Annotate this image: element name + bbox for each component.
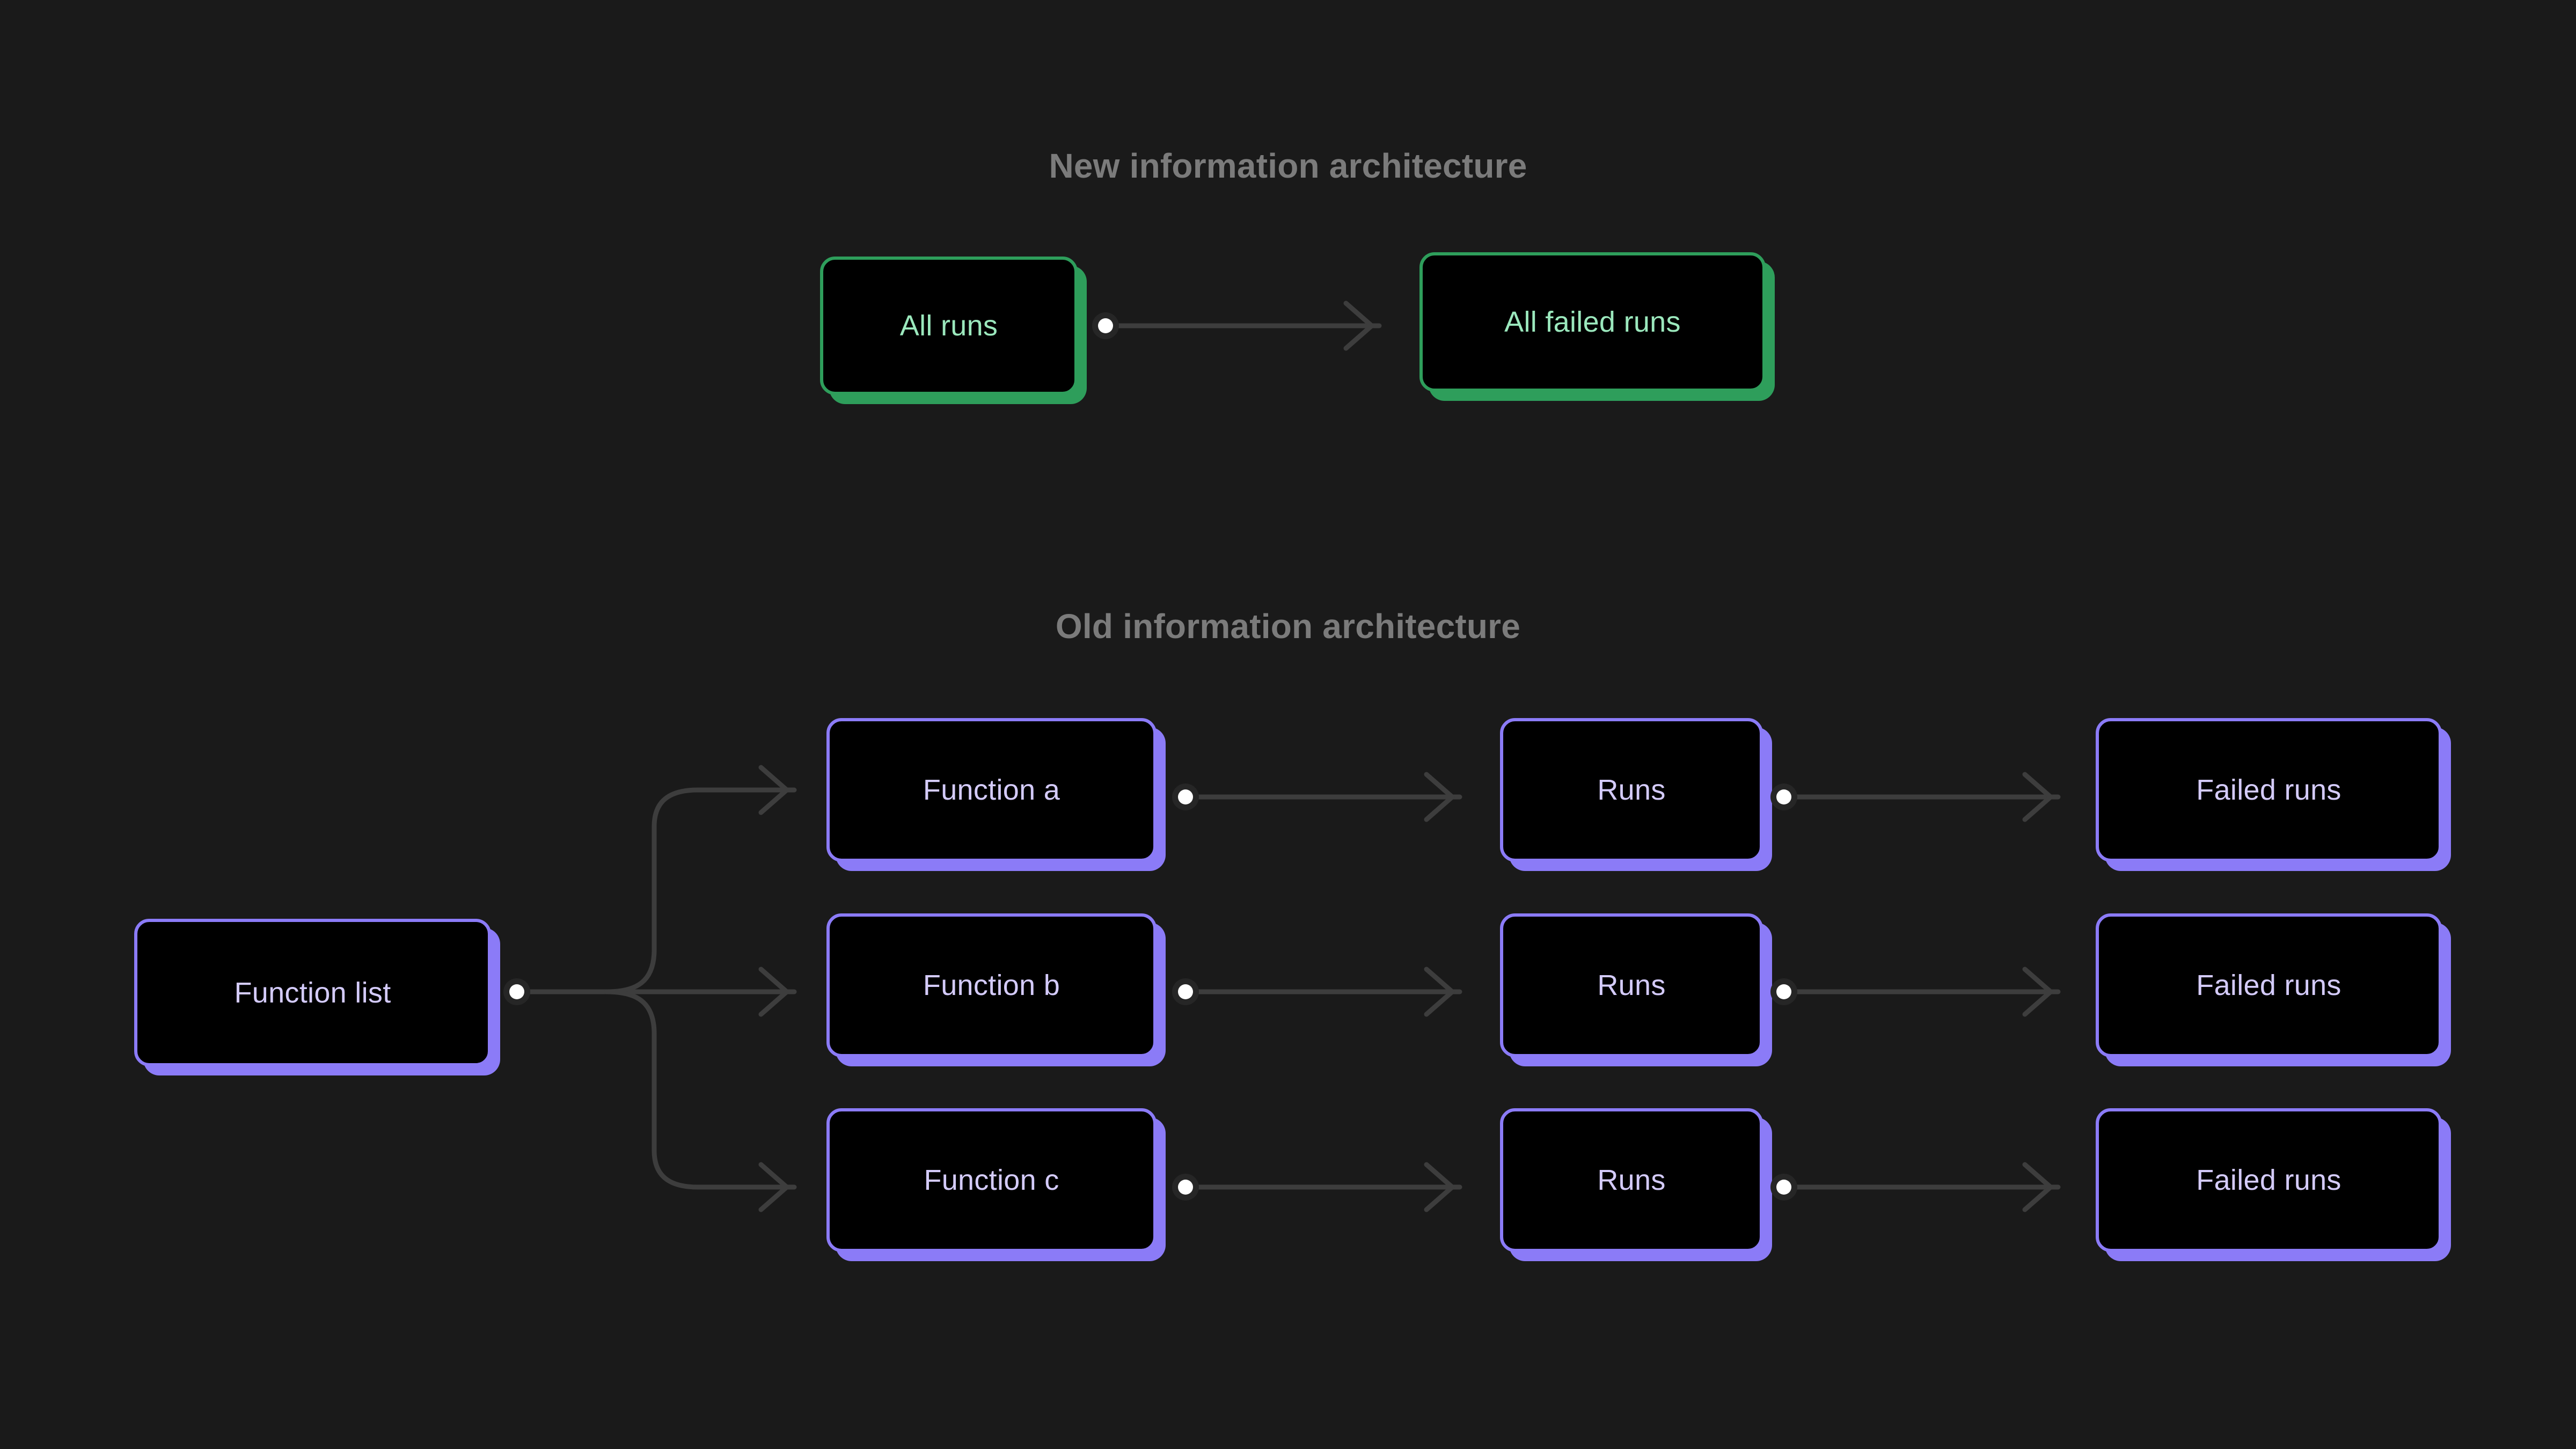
node-face: Failed runs [2096,1108,2442,1252]
node-face: Function c [826,1108,1157,1252]
node-face: Runs [1500,1108,1763,1252]
node-all-runs[interactable]: All runs [820,257,1087,404]
node-face: All runs [820,257,1078,395]
node-label: Function c [924,1164,1059,1196]
node-function-c[interactable]: Function c [826,1108,1166,1261]
node-face: Function b [826,913,1157,1057]
node-label: Runs [1597,969,1666,1001]
connector-function-c-to-runs-c [1172,1162,1462,1212]
node-label: Function a [923,774,1060,806]
node-label: All runs [899,310,998,342]
connector-function-b-to-runs-b [1172,967,1462,1017]
node-face: Failed runs [2096,913,2442,1057]
node-all-failed-runs[interactable]: All failed runs [1419,252,1775,401]
node-face: All failed runs [1419,252,1766,392]
node-label: Function list [234,976,391,1009]
node-label: Runs [1597,774,1666,806]
node-runs-c[interactable]: Runs [1500,1108,1772,1261]
node-face: Runs [1500,913,1763,1057]
connector-function-list-branch [503,765,797,1212]
node-failed-runs-c[interactable]: Failed runs [2096,1108,2451,1261]
section-title-old: Old information architecture [1055,607,1521,646]
node-label: Failed runs [2196,1164,2341,1196]
node-runs-b[interactable]: Runs [1500,913,1772,1066]
connector-runs-b-to-failed-runs-b [1770,967,2061,1017]
node-function-b[interactable]: Function b [826,913,1166,1066]
node-function-list[interactable]: Function list [134,919,500,1075]
node-face: Function list [134,919,491,1066]
node-face: Function a [826,718,1157,862]
node-label: Failed runs [2196,969,2341,1001]
node-label: Runs [1597,1164,1666,1196]
node-face: Failed runs [2096,718,2442,862]
node-function-a[interactable]: Function a [826,718,1166,871]
connector-function-a-to-runs-a [1172,772,1462,822]
node-failed-runs-a[interactable]: Failed runs [2096,718,2451,871]
connector-runs-c-to-failed-runs-c [1770,1162,2061,1212]
connector-all-runs-to-all-failed-runs [1092,301,1382,351]
section-title-new: New information architecture [1049,147,1527,185]
node-label: Function b [923,969,1060,1001]
node-label: All failed runs [1504,306,1681,338]
node-runs-a[interactable]: Runs [1500,718,1772,871]
node-failed-runs-b[interactable]: Failed runs [2096,913,2451,1066]
node-face: Runs [1500,718,1763,862]
node-label: Failed runs [2196,774,2341,806]
connector-runs-a-to-failed-runs-a [1770,772,2061,822]
